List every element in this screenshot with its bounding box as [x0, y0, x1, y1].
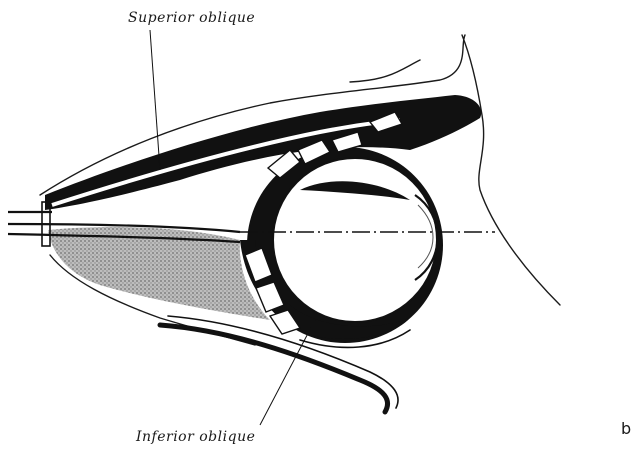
superior-oblique-leader — [150, 30, 160, 170]
superior-oblique-label: Superior oblique — [128, 10, 255, 26]
inferior-oblique-label: Inferior oblique — [136, 429, 255, 445]
panel-letter: b — [621, 419, 631, 438]
